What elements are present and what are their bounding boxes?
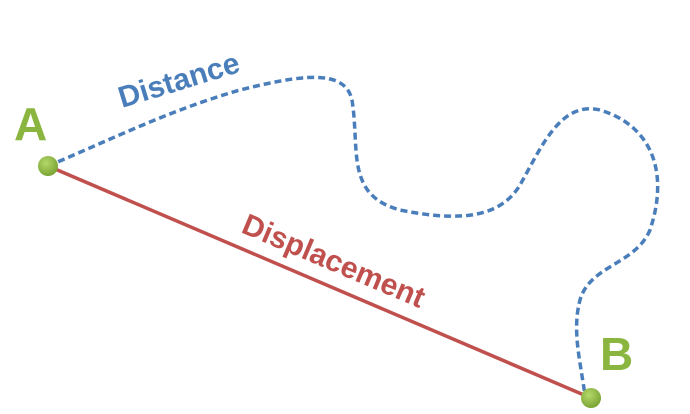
point-a-dot bbox=[38, 156, 58, 176]
point-a-label: A bbox=[14, 98, 47, 150]
displacement-line bbox=[47, 164, 592, 400]
displacement-label: Displacement bbox=[237, 208, 429, 315]
distance-path bbox=[47, 75, 660, 396]
point-b-label: B bbox=[600, 328, 633, 380]
point-b-dot bbox=[581, 388, 601, 408]
distance-label: Distance bbox=[114, 47, 243, 115]
